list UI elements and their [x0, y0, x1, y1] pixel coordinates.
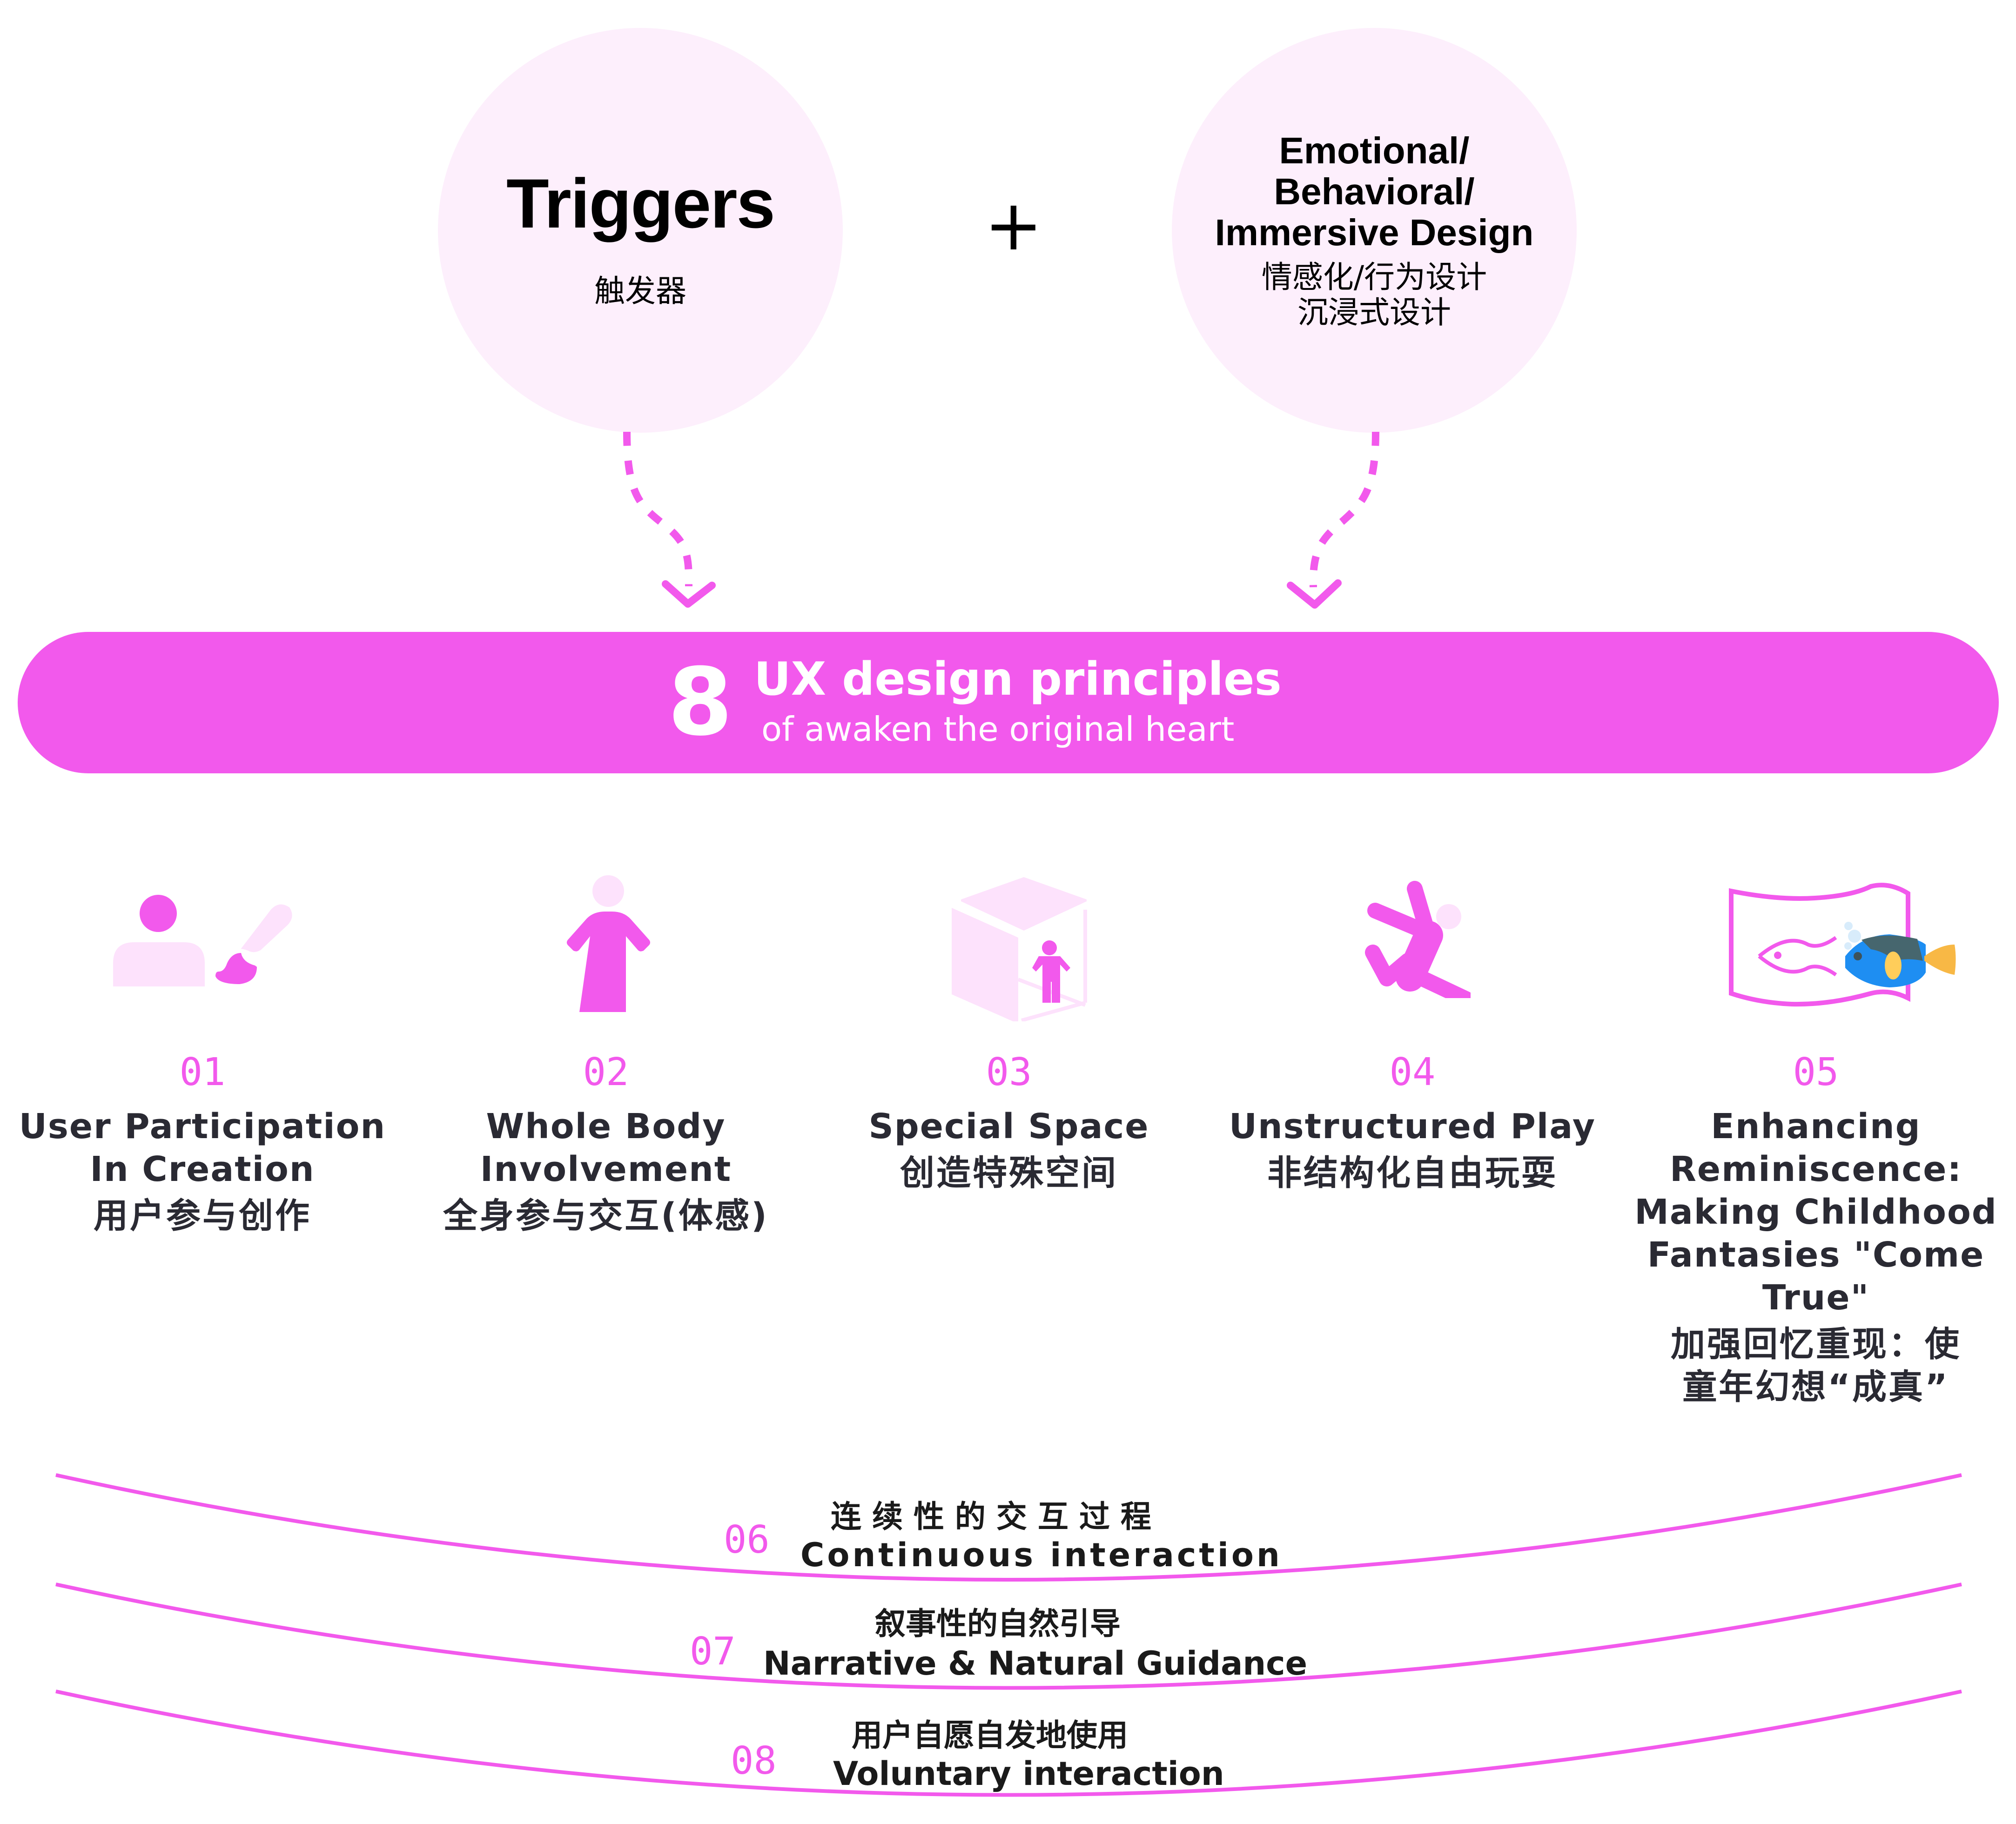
principle-title: Unstructured Play	[1226, 1105, 1599, 1148]
band-07-en: Narrative & Natural Guidance	[763, 1644, 1308, 1683]
band-08-number: 08	[731, 1739, 777, 1783]
title-line: Involvement	[480, 1149, 732, 1189]
design-title-line: Emotional/	[1279, 130, 1470, 171]
title-line: Whole Body	[486, 1106, 726, 1147]
user-paintbrush-icon	[113, 895, 292, 986]
principle-zh: 全身参与交互(体感)	[420, 1194, 792, 1237]
principle-01: 01 User Participation In Creation 用户参与创作	[16, 1049, 389, 1237]
zh-line: 非结构化自由玩耍	[1267, 1153, 1558, 1193]
band-08-zh: 用户自愿自发地使用	[852, 1717, 1128, 1753]
band-07-number: 07	[690, 1630, 736, 1674]
principle-number: 03	[986, 1050, 1032, 1094]
title-line: Fantasies "Come	[1647, 1235, 1985, 1275]
title-line: Making Childhood	[1634, 1192, 1997, 1232]
principle-zh: 加强回忆重现：使 童年幻想“成真”	[1630, 1323, 2002, 1408]
zh-line: 创造特殊空间	[900, 1153, 1118, 1193]
band-06-number: 06	[724, 1518, 770, 1562]
title-line: User Participation	[19, 1106, 386, 1147]
zh-line: 全身参与交互(体感)	[443, 1196, 769, 1236]
principle-number: 02	[583, 1050, 629, 1094]
zh-line: 童年幻想“成真”	[1682, 1367, 1949, 1407]
design-subtitle-line: 情感化/行为设计	[1261, 259, 1487, 295]
title-line: Unstructured Play	[1229, 1106, 1596, 1147]
person-in-cube-icon	[952, 877, 1087, 1021]
band-08-en: Voluntary interaction	[833, 1755, 1224, 1793]
principle-zh: 创造特殊空间	[823, 1152, 1195, 1194]
title-line: Special Space	[868, 1106, 1149, 1147]
triggers-title: Triggers	[506, 164, 775, 242]
band-06-zh: 连 续 性 的 交 互 过 程	[831, 1499, 1151, 1535]
principle-zh: 用户参与创作	[16, 1194, 389, 1237]
design-approach-subtitle: 情感化/行为设计 沉浸式设计	[1262, 260, 1487, 330]
blue-tang-fish-icon	[1844, 922, 1956, 987]
title-line: True"	[1762, 1278, 1870, 1318]
principle-05: 05 Enhancing Reminiscence: Making Childh…	[1630, 1049, 2002, 1408]
jumping-person-icon	[1365, 881, 1471, 998]
arrow-design-to-banner	[1287, 431, 1379, 609]
banner-subtitle: of awaken the original heart	[761, 710, 1235, 749]
title-line: In Creation	[90, 1149, 315, 1189]
design-approach-title: Emotional/ Behavioral/ Immersive Design	[1215, 130, 1534, 253]
title-line: Reminiscence:	[1669, 1149, 1962, 1189]
plus-operator: +	[984, 185, 1043, 266]
arrow-head-icon	[662, 580, 716, 608]
principle-03: 03 Special Space 创造特殊空间	[823, 1049, 1195, 1194]
arrow-head-icon	[1287, 579, 1342, 609]
principle-number: 04	[1389, 1050, 1436, 1094]
dashed-arrow-path	[623, 431, 692, 587]
banner-number: 8	[668, 648, 733, 757]
principle-title: Special Space	[823, 1105, 1195, 1148]
principle-number: 05	[1793, 1050, 1839, 1094]
triggers-subtitle: 触发器	[594, 273, 686, 309]
banner-title: UX design principles	[754, 653, 1282, 706]
arrow-triggers-to-banner	[623, 431, 716, 608]
dashed-arrow-path	[1309, 431, 1379, 588]
principle-title: User Participation In Creation	[16, 1105, 389, 1191]
fish-flag-icon	[1729, 883, 1956, 1007]
band-06-en: Continuous interaction	[800, 1536, 1283, 1574]
design-approach-circle: Emotional/ Behavioral/ Immersive Design …	[1172, 28, 1577, 433]
zh-line: 用户参与创作	[94, 1196, 311, 1236]
principle-number: 01	[179, 1050, 226, 1094]
zh-line: 加强回忆重现：使	[1671, 1324, 1961, 1364]
design-title-line: Immersive Design	[1215, 212, 1534, 253]
design-title-line: Behavioral/	[1274, 171, 1475, 212]
principle-02: 02 Whole Body Involvement 全身参与交互(体感)	[420, 1049, 792, 1237]
principle-04: 04 Unstructured Play 非结构化自由玩耍	[1226, 1049, 1599, 1194]
principle-title: Enhancing Reminiscence: Making Childhood…	[1630, 1105, 2002, 1319]
principle-zh: 非结构化自由玩耍	[1226, 1152, 1599, 1194]
band-07-zh: 叙事性的自然引导	[875, 1606, 1121, 1642]
principle-title: Whole Body Involvement	[420, 1105, 792, 1191]
standing-person-icon	[566, 875, 651, 1012]
principles-banner	[18, 632, 1999, 773]
design-subtitle-line: 沉浸式设计	[1297, 295, 1451, 330]
triggers-circle: Triggers 触发器	[438, 28, 843, 433]
title-line: Enhancing	[1711, 1106, 1921, 1147]
